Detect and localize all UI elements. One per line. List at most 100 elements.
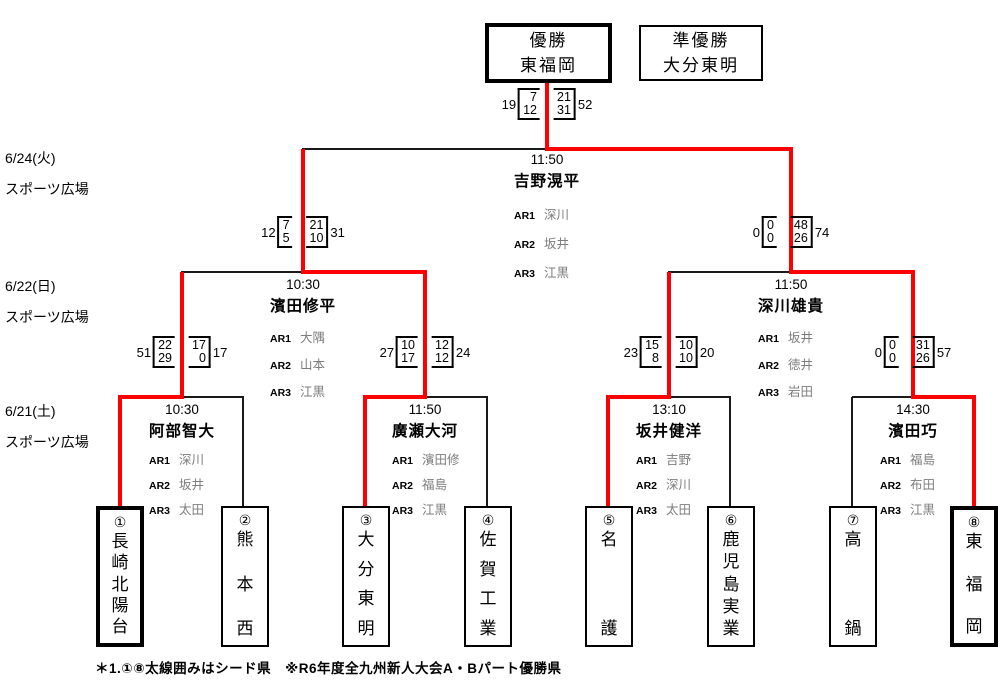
score-left-total: 12 [261, 224, 276, 240]
bracket-line [182, 396, 244, 398]
runner-up-label: 準優勝 [672, 31, 730, 50]
team-seed: ⑤ [602, 512, 616, 528]
schedule-venue: スポーツ広場 [5, 434, 89, 450]
score-right-halves: 21 10 [306, 216, 329, 248]
team-name: 熊本西 [237, 531, 254, 638]
team-name-char: 児 [722, 552, 740, 572]
team-box-2: ② 熊本西 [221, 506, 269, 647]
score-left-total: 0 [874, 344, 882, 360]
ar2-label: AR2 [880, 480, 902, 492]
team-name-char: 護 [600, 619, 618, 638]
score-right-total: 24 [455, 344, 471, 360]
ar1-label: AR1 [514, 210, 536, 222]
ar3-label: AR3 [514, 268, 536, 280]
match-referee: 坂井健洋 [635, 423, 702, 440]
match-referee: 濱田巧 [888, 423, 938, 440]
score-right-total: 52 [577, 96, 593, 112]
score-left-h2: 8 [652, 351, 659, 365]
team-name-char: 鍋 [844, 619, 862, 638]
ar3-name: 江黒 [300, 385, 326, 399]
team-name-char: 工 [479, 589, 497, 609]
team-name-char: 西 [236, 619, 254, 638]
score-right-h2: 31 [557, 103, 571, 117]
ar3-name: 太田 [666, 503, 692, 517]
team-name-char: 業 [722, 619, 740, 638]
ar1-name: 大隅 [300, 331, 326, 345]
team-name: 名護 [601, 531, 618, 638]
runner-up-team: 大分東明 [663, 56, 739, 75]
score-right-halves: 17 0 [189, 336, 211, 368]
champion-label: 優勝 [529, 31, 568, 50]
winner-path-line [423, 272, 427, 399]
bracket-line [302, 148, 548, 150]
ar2-label: AR2 [758, 360, 780, 372]
score-right-total: 17 [212, 344, 228, 360]
schedule-date: 6/21(土) [5, 403, 56, 419]
team-name: 高鍋 [845, 531, 862, 638]
schedule-date: 6/22(日) [5, 278, 56, 294]
winner-path-line [606, 395, 671, 399]
team-name: 大分東明 [358, 531, 375, 638]
ar3-name: 江黒 [910, 503, 936, 517]
score-quarterfinal-3: 23 15 8 10 10 20 [624, 336, 714, 368]
team-name-char: 賀 [479, 559, 497, 579]
ar2-name: 山本 [300, 358, 326, 372]
team-box-3: ③ 大分東明 [342, 506, 390, 647]
ar3-label: AR3 [880, 505, 902, 517]
team-name-char: 実 [722, 596, 740, 616]
score-right-h1: 31 [915, 338, 930, 352]
score-left-halves: 10 17 [396, 336, 418, 368]
winner-path-line [118, 395, 184, 399]
winner-path-line [911, 272, 915, 399]
team-name-char: 台 [111, 617, 129, 636]
score-left-h2: 0 [888, 351, 896, 365]
match-time: 10:30 [286, 277, 320, 292]
ar3-name: 岩田 [788, 385, 814, 399]
score-left-h2: 17 [401, 351, 415, 365]
ar3-label: AR3 [758, 387, 780, 399]
ar2-label: AR2 [514, 239, 536, 251]
team-box-8: ⑧ 東福岡 [950, 506, 998, 647]
score-left-total: 19 [501, 96, 517, 112]
team-seed: ⑥ [724, 512, 738, 528]
champion-box: 優勝 東福岡 [485, 23, 612, 83]
score-right-h1: 10 [679, 338, 693, 352]
ar3-name: 太田 [179, 503, 205, 517]
ar3-label: AR3 [270, 387, 292, 399]
match-time: 11:50 [408, 402, 442, 417]
team-name-char: 長 [111, 532, 129, 551]
ar2-label: AR2 [149, 480, 171, 492]
score-left-halves: 22 29 [153, 336, 175, 368]
score-quarterfinal-4: 0 0 0 31 26 57 [874, 336, 951, 368]
ar1-label: AR1 [392, 455, 414, 467]
score-right-h2: 26 [915, 351, 930, 365]
winner-path-line [545, 82, 549, 151]
score-right-h2: 0 [198, 351, 206, 365]
score-left-h2: 0 [766, 231, 774, 245]
match-referee: 阿部智大 [148, 423, 215, 440]
ar2-name: 深川 [666, 478, 692, 492]
team-name-char: 分 [357, 559, 375, 579]
match-time: 11:50 [530, 152, 564, 167]
ar2-name: 坂井 [179, 478, 205, 492]
team-name-char: 福 [965, 574, 983, 594]
score-right-h1: 21 [309, 218, 324, 232]
schedule-date: 6/24(火) [5, 150, 56, 166]
ar1-label: AR1 [636, 455, 658, 467]
team-name-char: 熊 [236, 530, 254, 549]
team-name-char: 島 [722, 574, 740, 594]
ar2-label: AR2 [392, 480, 414, 492]
team-name: 長崎北陽台 [112, 533, 129, 636]
team-name-char: 鹿 [722, 530, 740, 549]
score-left-halves: 7 5 [277, 216, 293, 248]
score-quarterfinal-2: 27 10 17 12 12 24 [380, 336, 471, 368]
score-left-h2: 5 [282, 231, 290, 245]
winner-path-line [363, 395, 427, 399]
ar1-name: 濱田修 [422, 453, 460, 467]
score-right-total: 31 [330, 224, 345, 240]
score-right-total: 74 [814, 224, 830, 240]
team-seed: ⑧ [967, 514, 981, 530]
